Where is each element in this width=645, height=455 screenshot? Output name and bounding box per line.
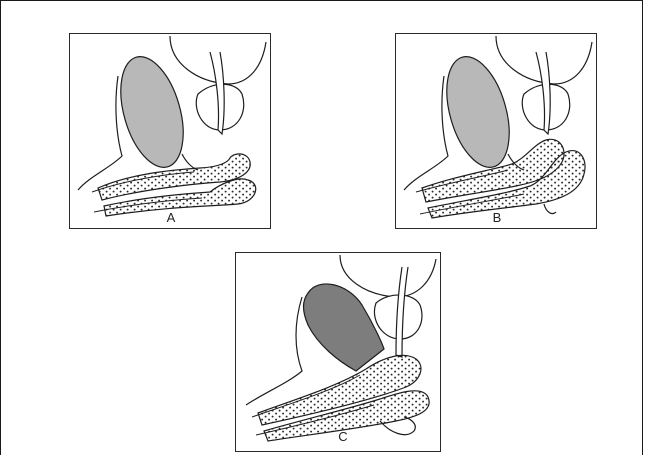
panel-a: A [69,33,271,229]
panel-c: C [235,252,441,452]
panel-b-illustration [396,34,598,230]
panel-b: B [395,33,597,229]
panel-a-label: A [161,210,181,225]
panel-a-illustration [70,34,272,230]
panel-c-illustration [236,253,442,453]
bladder-outline [340,255,436,297]
body-contour [78,76,122,190]
shaded-organ [304,284,385,371]
panel-c-label: C [333,429,353,444]
panel-b-label: B [487,210,507,225]
body-contour [246,297,302,405]
body-contour [404,76,448,190]
